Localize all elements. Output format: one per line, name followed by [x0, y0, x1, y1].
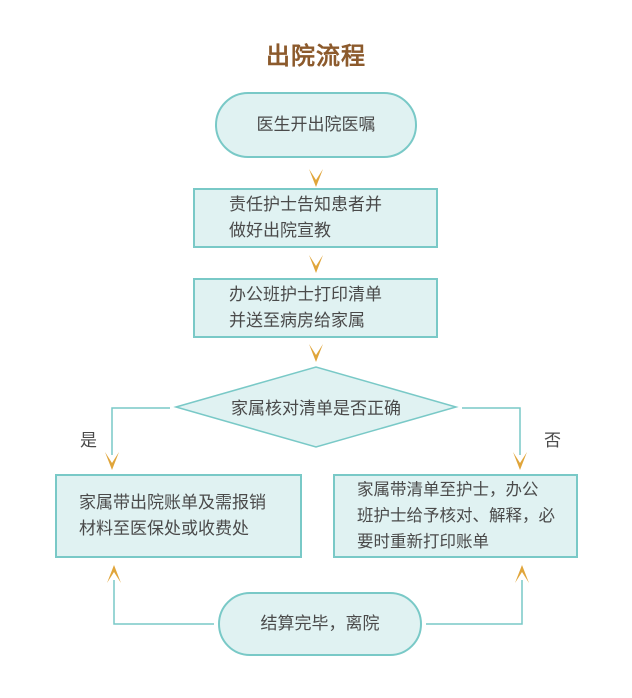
end-node: 结算完毕，离院: [218, 592, 422, 656]
decision-text: 家属核对清单是否正确: [231, 399, 401, 419]
yes-step-node: 家属带出院账单及需报销材料至医保处或收费处: [55, 474, 302, 558]
node-text-line: 家属带出院账单及需报销: [79, 493, 266, 513]
end-node-text: 结算完毕，离院: [260, 614, 380, 634]
end-left-connector: [113, 580, 214, 625]
node-text-line: 做好出院宣教: [229, 221, 331, 241]
arrow-down-icon: [309, 255, 323, 273]
node-text-line: 要时重新打印账单: [357, 532, 489, 551]
yes-connector: [111, 407, 170, 455]
no-connector: [462, 407, 521, 455]
node-text-line: 班护士给予核对、解释，必: [357, 506, 555, 525]
end-right-connector: [426, 580, 523, 625]
no-label: 否: [544, 431, 561, 451]
node-text-line: 家属带清单至护士，办公: [357, 480, 539, 499]
node-text-line: 责任护士告知患者并: [229, 195, 382, 215]
node-text-line: 材料至医保处或收费处: [79, 519, 249, 539]
start-node-text: 医生开出院医嘱: [256, 115, 376, 135]
decision-diamond: [173, 366, 459, 448]
page-title: 出院流程: [266, 42, 366, 70]
step-notify-node: 责任护士告知患者并做好出院宣教: [193, 188, 438, 248]
node-text-line: 并送至病房给家属: [229, 311, 365, 331]
node-text-line: 办公班护士打印清单: [229, 285, 382, 305]
step-print-node: 办公班护士打印清单并送至病房给家属: [193, 278, 438, 338]
arrow-down-icon: [309, 344, 323, 362]
start-node: 医生开出院医嘱: [215, 92, 417, 158]
arrow-down-icon: [309, 169, 323, 187]
no-step-node: 家属带清单至护士，办公班护士给予核对、解释，必要时重新打印账单: [333, 474, 578, 558]
yes-label: 是: [80, 431, 97, 451]
